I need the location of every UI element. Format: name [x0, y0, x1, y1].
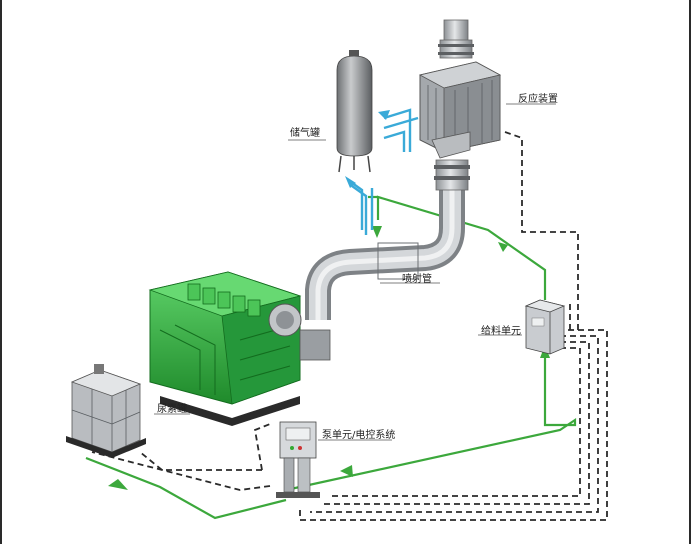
control-lines — [91, 131, 608, 521]
air-lines — [347, 108, 419, 235]
urea-tank-label: 尿素罐 — [157, 404, 187, 415]
gas-tank-label: 储气罐 — [290, 128, 320, 139]
reactor-icon — [418, 19, 502, 159]
arrow-icon — [345, 110, 390, 188]
engine-icon — [148, 271, 331, 426]
pump-unit-label: 泵单元/电控系统 — [322, 430, 396, 441]
dosing-unit-label: 给料单元 — [481, 326, 521, 337]
pump-unit-icon — [276, 421, 320, 498]
injection-pipe-label: 喷射管 — [402, 274, 432, 285]
dosing-unit-icon — [524, 299, 566, 355]
urea-tank-icon — [66, 364, 146, 458]
leader-lines — [154, 103, 556, 441]
exhaust-pipe — [305, 159, 470, 320]
reactor-label: 反应装置 — [518, 94, 558, 105]
gas-tank-icon — [336, 50, 373, 173]
